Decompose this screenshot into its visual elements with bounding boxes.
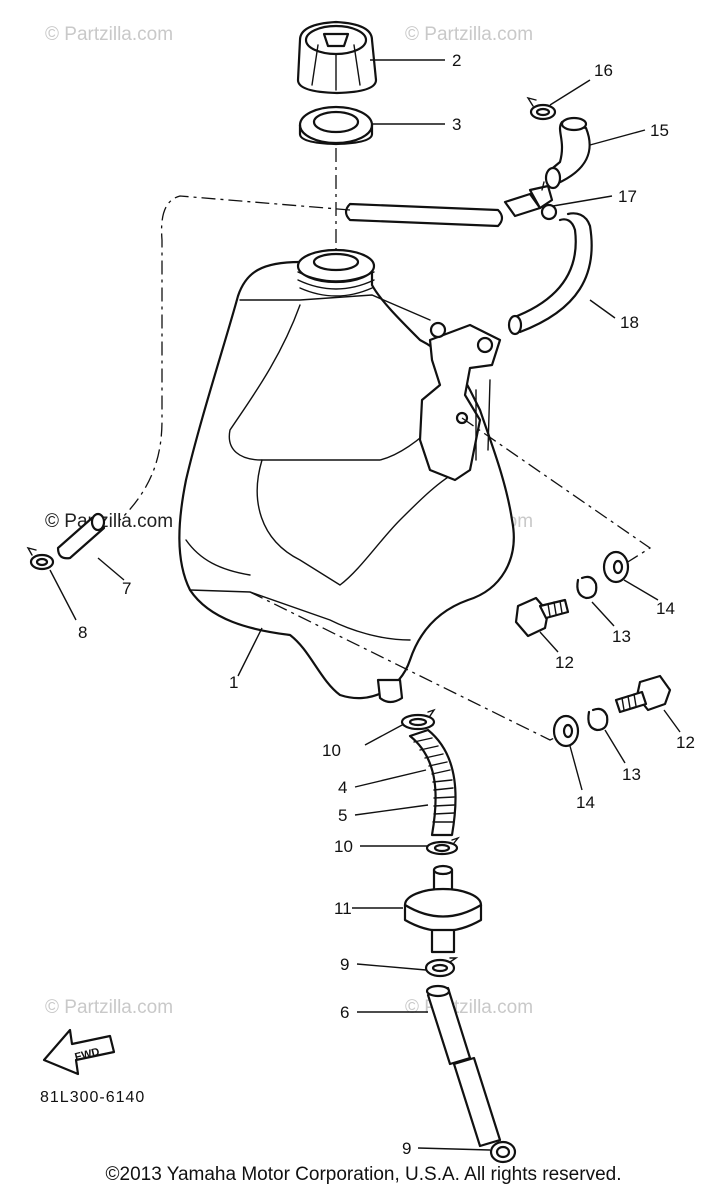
callout-4: 4 <box>338 778 347 797</box>
watermark: © Partzilla.com <box>45 24 173 45</box>
callout-16: 16 <box>594 61 613 80</box>
watermark: © Partzilla.com <box>45 511 173 532</box>
copyright-notice: ©2013 Yamaha Motor Corporation, U.S.A. A… <box>105 1164 622 1185</box>
callout-7: 7 <box>122 579 131 598</box>
forward-arrow-icon: FWD <box>42 1028 116 1076</box>
breather-hose-upper <box>544 116 591 190</box>
watermark: © Partzilla.com <box>405 997 533 1018</box>
washer-rubber-upper <box>602 550 630 584</box>
callout-13-lower: 13 <box>622 765 641 784</box>
callout-14-upper: 14 <box>656 599 675 618</box>
callout-14-lower: 14 <box>576 793 595 812</box>
bolt-lower <box>614 674 672 714</box>
callout-15: 15 <box>650 121 669 140</box>
cap-gasket <box>298 105 374 146</box>
callout-17: 17 <box>618 187 637 206</box>
fuel-tank <box>178 248 515 704</box>
callout-10-upper: 10 <box>322 741 341 760</box>
hose-clip-upper <box>526 96 557 121</box>
callout-5: 5 <box>338 806 347 825</box>
fuel-hose <box>425 984 502 1148</box>
hose-clip-10-upper <box>400 708 436 731</box>
tank-mount-bracket <box>418 321 502 482</box>
hose-clip-9-upper <box>424 957 459 978</box>
fuel-filter <box>403 864 483 954</box>
forward-arrow-label: FWD <box>74 1046 101 1064</box>
watermark: © Partzilla.com <box>45 997 173 1018</box>
lock-washer-upper <box>576 575 598 600</box>
callout-9-upper: 9 <box>340 955 349 974</box>
callout-1: 1 <box>229 673 238 692</box>
callout-6: 6 <box>340 1003 349 1022</box>
callout-10-lower: 10 <box>334 837 353 856</box>
callout-18: 18 <box>620 313 639 332</box>
breather-hose <box>507 212 593 336</box>
bolt-upper <box>514 596 570 638</box>
callout-2: 2 <box>452 51 461 70</box>
fuel-cap <box>296 20 378 95</box>
callout-8: 8 <box>78 623 87 642</box>
washer-rubber-lower <box>552 714 580 748</box>
hose-clip-overflow <box>26 546 55 571</box>
overflow-hose <box>56 512 106 560</box>
watermark: © Partzilla.com <box>405 24 533 45</box>
callout-11: 11 <box>334 899 352 918</box>
hose-clip-9-lower <box>489 1140 517 1164</box>
callout-13-upper: 13 <box>612 627 631 646</box>
lock-washer-lower <box>587 707 609 732</box>
leader-lines <box>49 59 681 1151</box>
callout-12-lower: 12 <box>676 733 695 752</box>
hose-joint <box>503 181 558 221</box>
callout-12-upper: 12 <box>555 653 574 672</box>
vent-hose <box>344 202 504 228</box>
diagram-code: 81L300-6140 <box>40 1089 145 1106</box>
callout-9-lower: 9 <box>402 1139 411 1158</box>
hose-clip-10-lower <box>425 836 461 856</box>
callout-3: 3 <box>452 115 461 134</box>
fuel-hose-corrugated <box>408 728 457 837</box>
